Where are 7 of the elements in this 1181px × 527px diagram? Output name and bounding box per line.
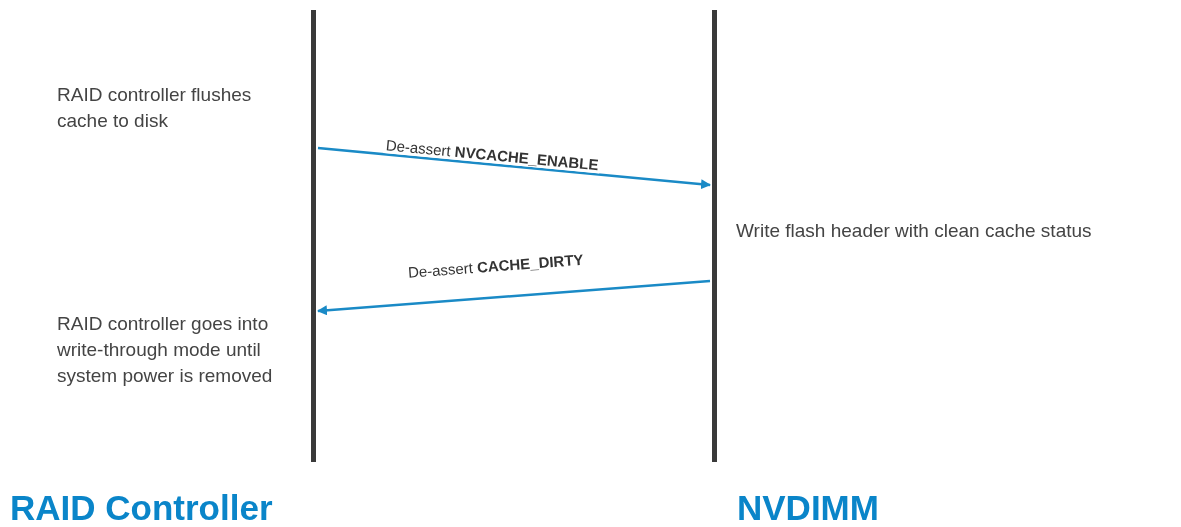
arrow — [317, 146, 711, 190]
note-text: Write flash header with clean cache status — [736, 219, 1093, 243]
arrow — [317, 279, 711, 316]
note-text: RAID controller flushes cache to disk — [57, 83, 253, 133]
note-text: RAID controller goes into write-through mode until system power is removed — [57, 312, 274, 388]
lifeline-title: NVDIMM — [737, 488, 879, 527]
lifeline-title: RAID Controller — [10, 488, 273, 527]
